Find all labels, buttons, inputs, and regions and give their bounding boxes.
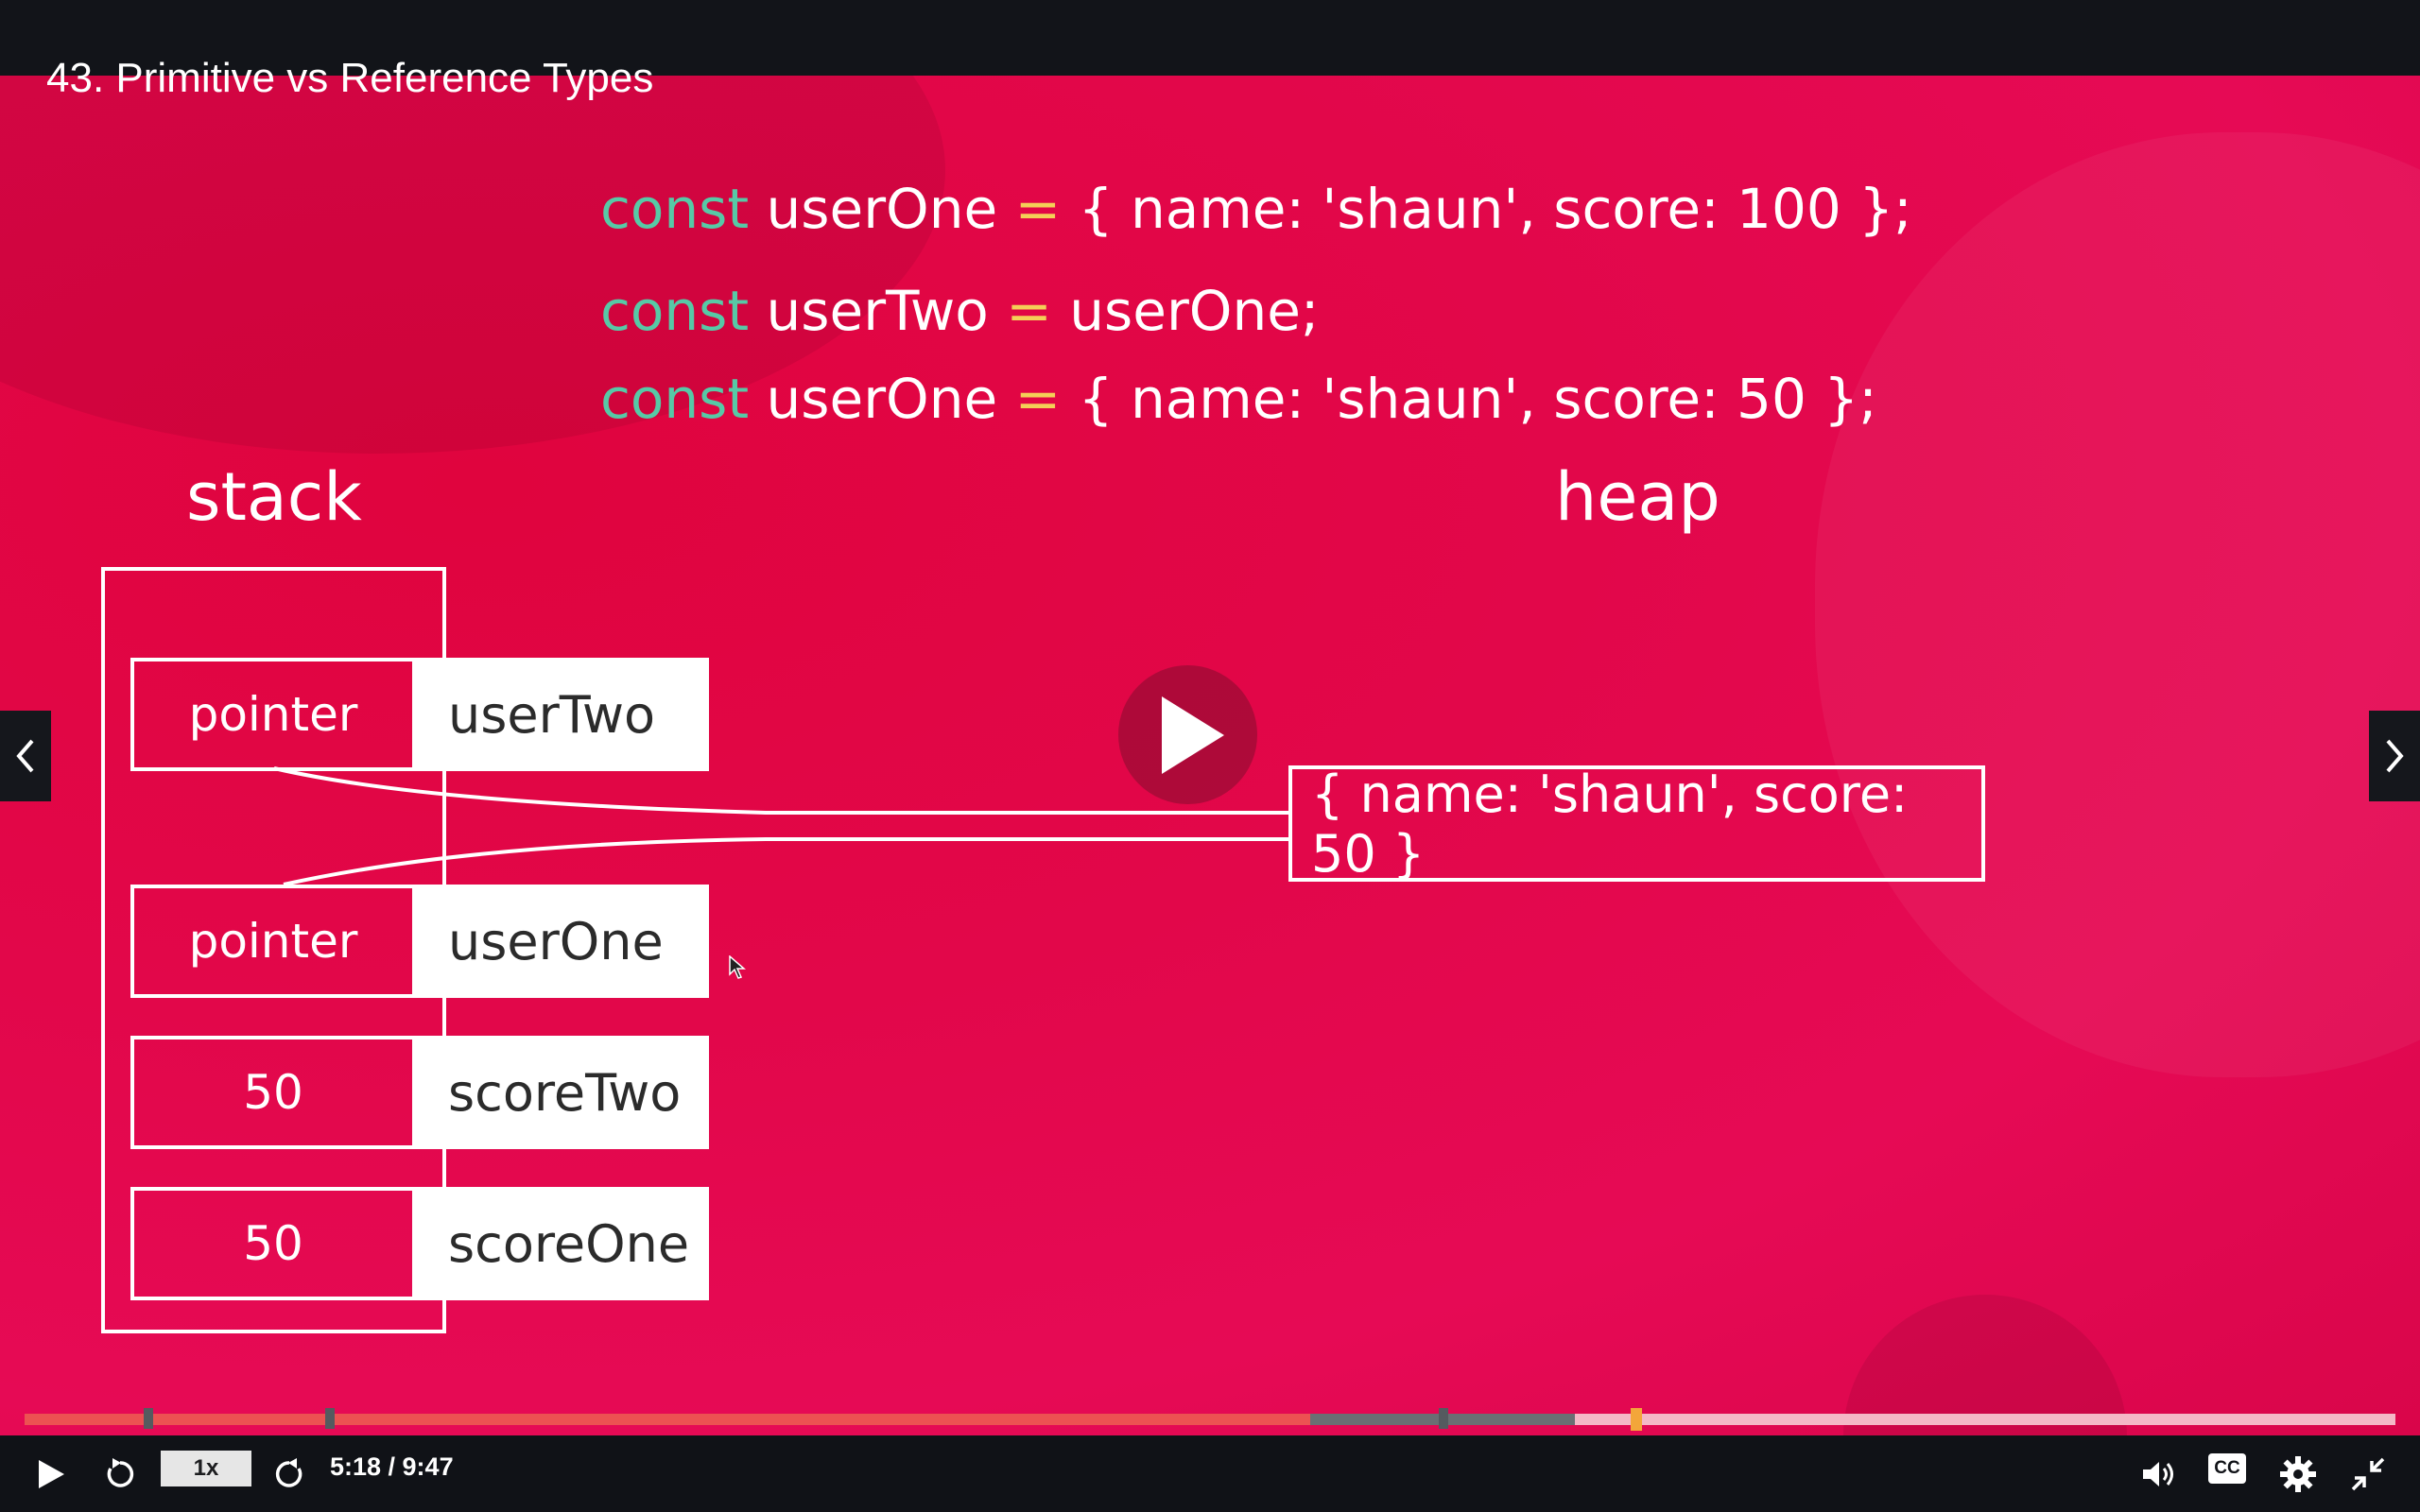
play-overlay-button[interactable] <box>1118 665 1257 804</box>
progress-bar[interactable] <box>25 1408 2395 1431</box>
stack-cell-value: pointer <box>130 885 416 998</box>
stack-cell-value: 50 <box>130 1187 416 1300</box>
forward-icon <box>275 1458 302 1487</box>
chevron-left-icon <box>16 739 34 773</box>
time-display: 5:18 / 9:47 <box>330 1452 454 1481</box>
stack-cell-label: scoreTwo <box>416 1036 709 1149</box>
captions-button[interactable]: CC <box>2208 1453 2246 1484</box>
exit-fullscreen-button[interactable] <box>2349 1455 2387 1493</box>
forward-button[interactable] <box>270 1455 308 1493</box>
playback-speed-button[interactable]: 1x <box>161 1451 251 1486</box>
stack-cell-label: userTwo <box>416 658 709 771</box>
stack-cell-label: scoreOne <box>416 1187 709 1300</box>
next-lecture-button[interactable] <box>2369 711 2420 801</box>
settings-icon <box>2280 1456 2316 1492</box>
pointer-lines <box>273 766 1288 886</box>
background-shape <box>1815 132 2420 1077</box>
pointer-line-usertwo <box>273 766 1288 815</box>
progress-played <box>25 1414 1310 1425</box>
stack-cell-value: pointer <box>130 658 416 771</box>
heap-heading: heap <box>1555 458 1720 536</box>
player-controls <box>0 1436 2420 1512</box>
video-frame[interactable]: const userOne = { name: 'shaun', score: … <box>0 76 2420 1435</box>
chapter-marker[interactable] <box>1439 1408 1448 1429</box>
rewind-icon <box>107 1458 134 1487</box>
play-button[interactable] <box>32 1455 70 1493</box>
settings-button[interactable] <box>2278 1455 2318 1493</box>
stack-cell-label: userOne <box>416 885 709 998</box>
volume-button[interactable] <box>2138 1455 2180 1493</box>
chapter-marker[interactable] <box>144 1408 153 1429</box>
exit-fullscreen-icon <box>2351 1457 2385 1491</box>
lecture-title: 43. Primitive vs Reference Types <box>46 55 654 101</box>
heap-object: { name: 'shaun', score: 50 } <box>1288 765 1985 884</box>
code-line-3: const userOne = { name: 'shaun', score: … <box>600 367 1877 431</box>
previous-lecture-button[interactable] <box>0 711 51 801</box>
play-icon <box>1161 696 1224 774</box>
progress-remaining <box>1575 1414 2395 1425</box>
chapter-marker[interactable] <box>325 1408 335 1429</box>
stack-cell-value: 50 <box>130 1036 416 1149</box>
chevron-right-icon <box>2386 739 2404 773</box>
play-icon <box>39 1460 64 1488</box>
mouse-cursor-icon <box>729 954 747 984</box>
code-line-2: const userTwo = userOne; <box>600 279 1320 343</box>
volume-icon <box>2143 1462 2173 1486</box>
rewind-button[interactable] <box>101 1455 139 1493</box>
stack-heading: stack <box>186 458 362 536</box>
pointer-line-userone <box>283 837 1288 886</box>
code-line-1: const userOne = { name: 'shaun', score: … <box>600 177 1912 241</box>
top-bar <box>0 0 2420 76</box>
progress-handle[interactable] <box>1631 1408 1642 1431</box>
